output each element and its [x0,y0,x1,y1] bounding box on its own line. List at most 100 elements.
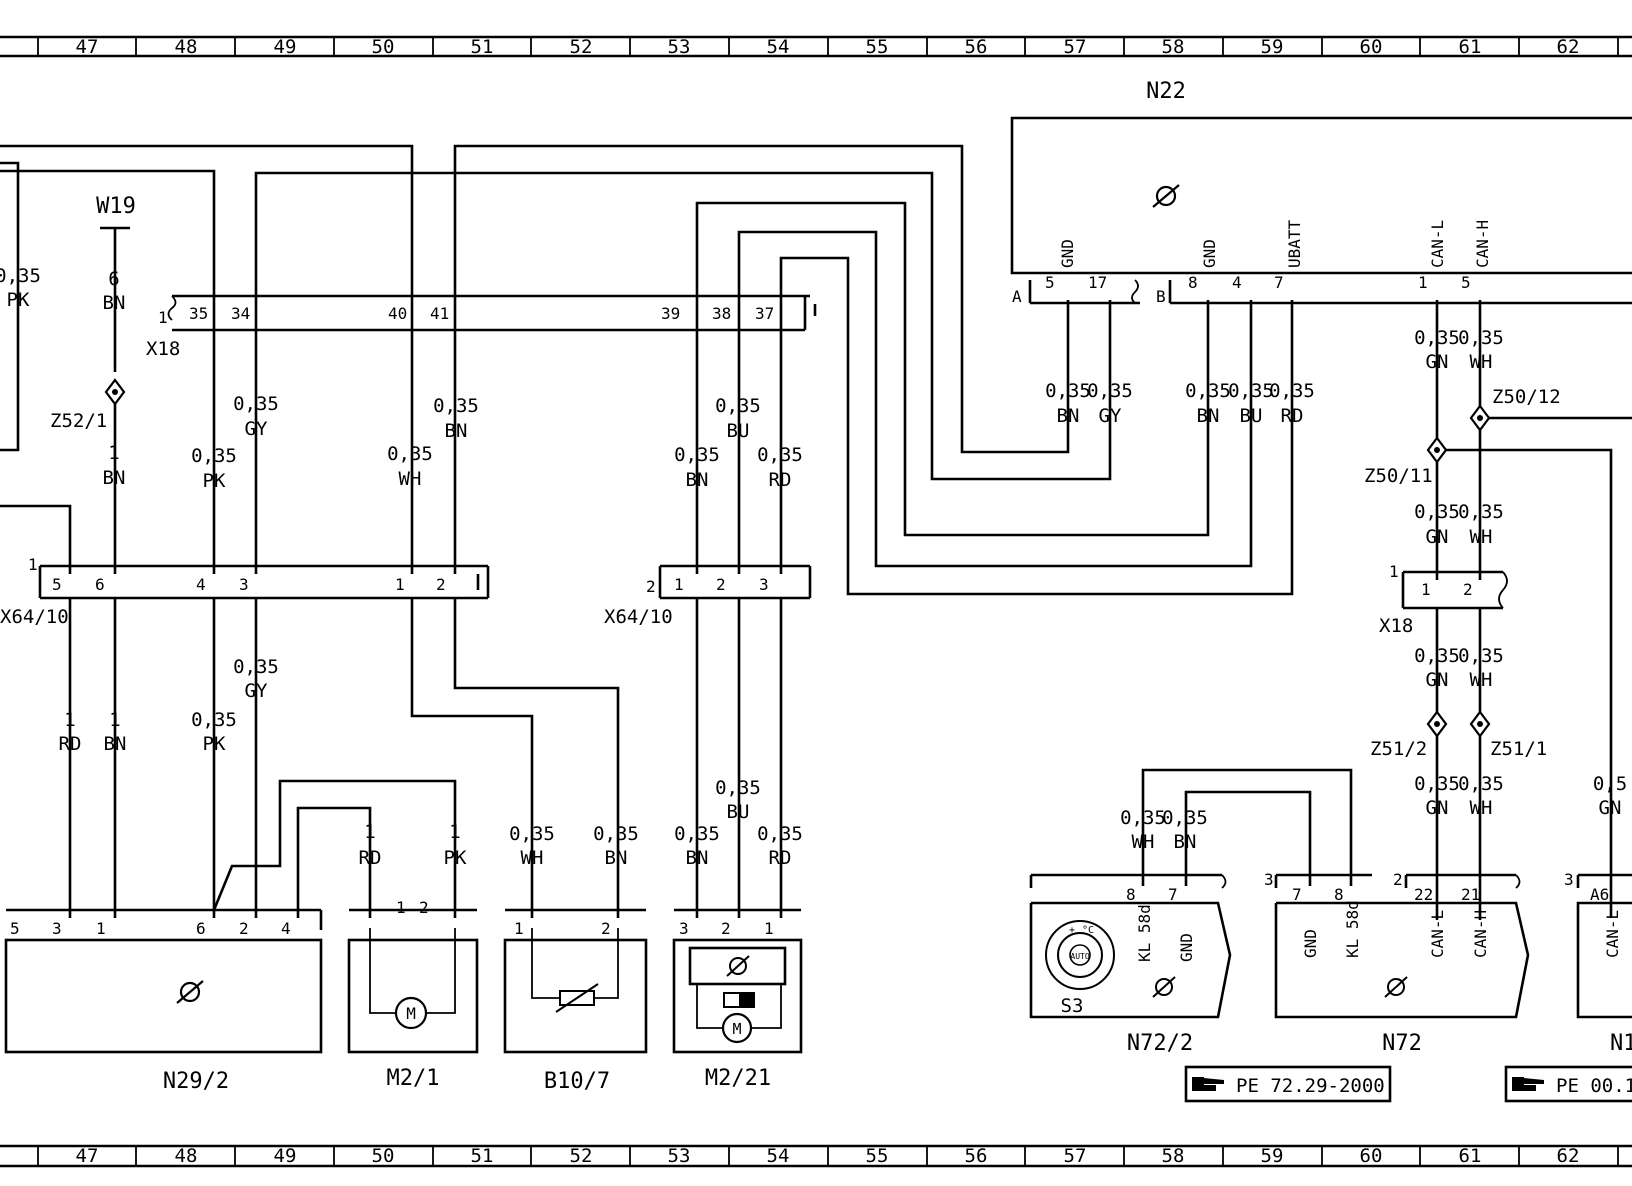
svg-text:BN: BN [1197,405,1220,427]
svg-text:7: 7 [1292,885,1302,904]
grid-col: 55 [866,1145,889,1167]
svg-text:RD: RD [769,847,792,869]
svg-text:17: 17 [1088,273,1107,292]
svg-text:+: + [1069,925,1075,936]
splice-z52-1-label: Z52/1 [50,410,107,432]
wires-lower-left: 1 RD 1 BN 0,35 PK 0,35 GY 0,35 WH 0,35 B… [59,598,639,918]
svg-text:0,35: 0,35 [674,823,720,845]
grid-col: 57 [1064,36,1087,58]
svg-text:0,35: 0,35 [1458,645,1504,667]
svg-text:1: 1 [109,709,120,731]
svg-text:PK: PK [7,289,30,311]
svg-text:3: 3 [679,919,689,938]
svg-text:0,35: 0,35 [1045,380,1091,402]
svg-text:8: 8 [1188,273,1198,292]
pointing-hand-icon [1192,1077,1224,1091]
svg-text:RD: RD [1281,405,1304,427]
grid-col: 56 [965,1145,988,1167]
svg-text:4: 4 [196,575,206,594]
svg-text:22: 22 [1414,885,1433,904]
svg-text:BN: BN [605,847,628,869]
svg-text:BN: BN [1057,405,1080,427]
svg-text:BN: BN [103,467,126,489]
n72-pin-canl: CAN-L [1428,910,1447,958]
module-m2-21: 3 2 1 M M2/21 [672,908,803,1091]
svg-text:GN: GN [1599,797,1622,819]
connector-x18-top: X18 1 35 34 40 41 39 38 37 [146,294,817,360]
module-b10-7-label: B10/7 [544,1069,610,1094]
svg-text:0,35: 0,35 [191,709,237,731]
grid-col: 62 [1557,36,1580,58]
grid-col: 50 [372,36,395,58]
svg-text:0,35: 0,35 [1414,645,1460,667]
svg-text:BN: BN [686,469,709,491]
grid-col: 59 [1261,1145,1284,1167]
grid-col: 57 [1064,1145,1087,1167]
svg-text:WH: WH [1132,831,1155,853]
svg-text:0,35: 0,35 [1458,773,1504,795]
n22-pin-ubatt: UBATT [1285,219,1304,268]
module-n22-label: N22 [1146,79,1186,104]
svg-text:WH: WH [1470,669,1493,691]
grid-col: 58 [1162,36,1185,58]
grid-col: 55 [866,36,889,58]
svg-text:1: 1 [396,898,406,917]
n72-pin-kl: KL 58d [1343,900,1362,958]
svg-text:A: A [1012,287,1022,306]
svg-text:BN: BN [686,847,709,869]
svg-text:6: 6 [95,575,105,594]
splice-z51-2-label: Z51/2 [1370,738,1427,760]
svg-text:2: 2 [1463,580,1473,599]
svg-text:41: 41 [430,304,449,323]
ecu-symbol-icon [1384,976,1408,998]
grid-col: 53 [668,1145,691,1167]
svg-text:8: 8 [1126,885,1136,904]
svg-text:0,35: 0,35 [1087,380,1133,402]
svg-text:M: M [732,1020,741,1038]
n72-pin-canh: CAN-H [1471,910,1490,958]
n72-pin-gnd: GND [1301,929,1320,958]
svg-text:GN: GN [1426,797,1449,819]
connector-x18-right: 1 1 2 X18 0,35 GN 0,35 WH Z51/2 Z51/1 0,… [1370,562,1547,920]
svg-text:5: 5 [1461,273,1471,292]
svg-text:AUTO: AUTO [1070,952,1089,961]
module-n72-2-label: N72/2 [1127,1031,1193,1056]
connector-x18-top-label: X18 [146,338,180,360]
svg-text:3: 3 [52,919,62,938]
grid-col: 48 [175,1145,198,1167]
module-n29-2-label: N29/2 [163,1069,229,1094]
svg-text:0,35: 0,35 [1269,380,1315,402]
svg-text:1: 1 [1389,562,1399,581]
module-m2-21-label: M2/21 [705,1066,771,1091]
svg-text:2: 2 [646,577,656,596]
svg-text:1: 1 [158,308,168,327]
svg-text:0,35: 0,35 [0,265,41,287]
svg-text:4: 4 [281,919,291,938]
svg-text:1: 1 [395,575,405,594]
svg-text:GN: GN [1426,351,1449,373]
ecu-symbol-icon [176,980,204,1004]
module-n22: N22 GND GND UBATT CAN-L CAN-H A 5 17 B 8… [1010,79,1632,306]
n10-pin-canl: CAN-L [1603,910,1622,958]
svg-text:0,35: 0,35 [715,777,761,799]
svg-text:2: 2 [716,575,726,594]
module-n72-label: N72 [1382,1031,1422,1056]
motor-icon: M [721,1012,753,1044]
svg-text:1: 1 [28,555,38,574]
svg-text:BN: BN [1174,831,1197,853]
module-n10-label: N10 [1610,1031,1632,1056]
variable-resistor-icon [555,983,599,1013]
ecu-symbol-icon [1152,976,1176,998]
grid-col: 49 [274,36,297,58]
svg-text:35: 35 [189,304,208,323]
svg-text:RD: RD [359,847,382,869]
svg-text:1: 1 [1418,273,1428,292]
svg-text:GN: GN [1426,526,1449,548]
svg-text:PK: PK [203,733,226,755]
can-bus-wiring: 0,35 GN 0,35 WH Z50/12 Z50/11 0,35 GN 0,… [1364,300,1632,918]
svg-text:1: 1 [96,919,106,938]
grid-col: 60 [1360,36,1383,58]
splice-z50-12-label: Z50/12 [1492,386,1561,408]
svg-text:37: 37 [755,304,774,323]
